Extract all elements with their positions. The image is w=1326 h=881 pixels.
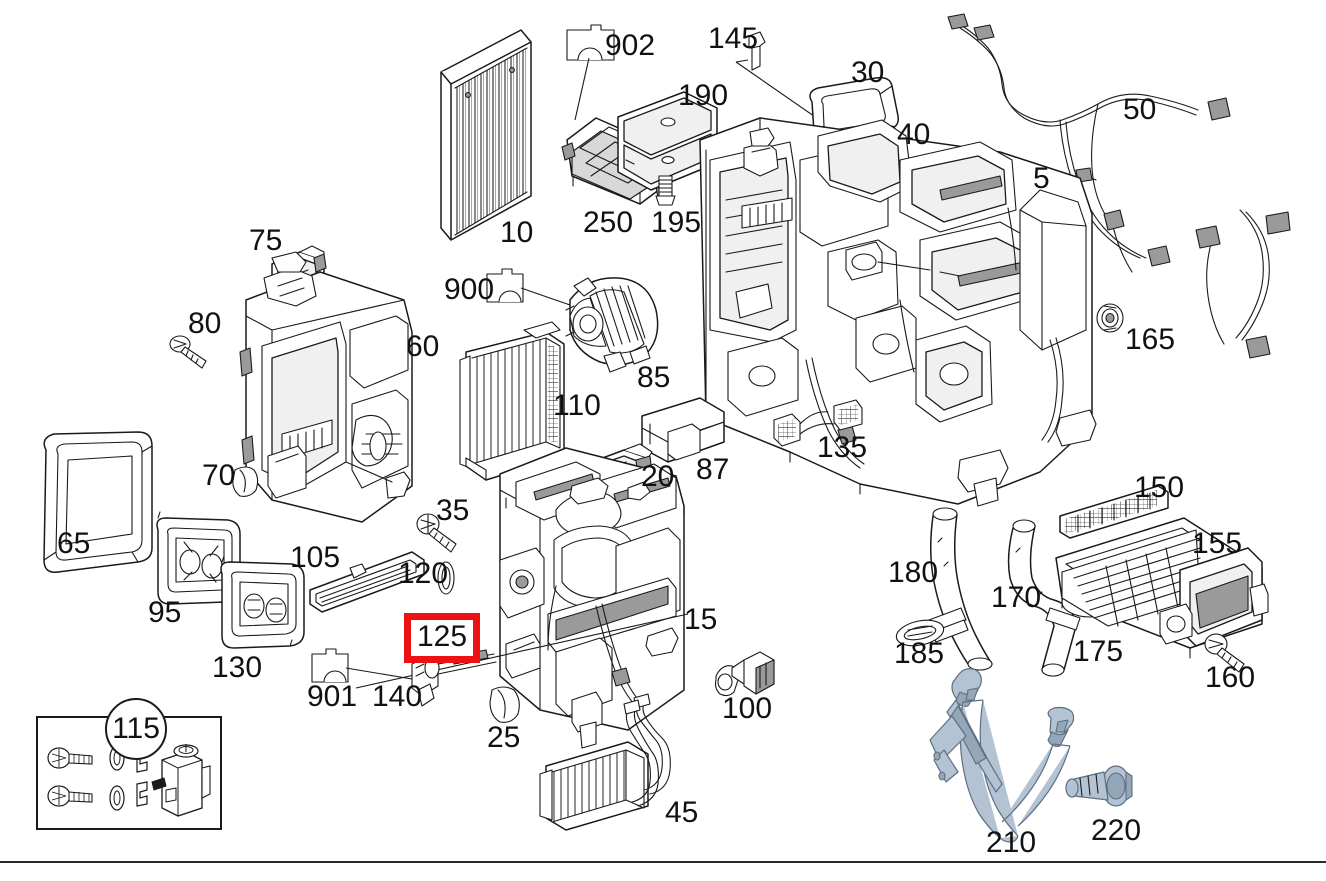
part-160-bolt [1204, 633, 1245, 673]
part-135-adapter-cable [773, 399, 863, 447]
part-70-cap-plug [232, 466, 259, 497]
callout-label-60: 60 [406, 330, 440, 363]
callout-label-85: 85 [637, 361, 671, 394]
callout-label-175: 175 [1073, 635, 1124, 668]
callout-label-210: 210 [986, 826, 1037, 859]
callout-label-50: 50 [1123, 93, 1157, 126]
part-85-blower-motor [565, 277, 659, 373]
callout-label-110: 110 [553, 389, 601, 422]
callout-label-220: 220 [1091, 814, 1142, 847]
part-220-bolt [1065, 765, 1133, 807]
callout-label-150: 150 [1134, 471, 1185, 504]
callout-label-902: 902 [605, 29, 656, 62]
callout-label-125[interactable]: 125 [404, 613, 481, 663]
callout-label-35: 35 [436, 494, 470, 527]
part-155-auxiliary-electric-heater [1055, 517, 1269, 659]
callout-901-marker [311, 648, 419, 683]
part-130-air-duct-seal [220, 555, 305, 649]
part-170-coolant-hose [1007, 519, 1081, 677]
part-95-air-duct-seal [156, 511, 241, 605]
part-60-housing-side-section [239, 251, 413, 523]
callout-label-160: 160 [1205, 661, 1256, 694]
part-100-temperature-sensor-connector [714, 651, 775, 697]
callout-label-70: 70 [202, 459, 236, 492]
callout-label-40: 40 [897, 118, 931, 151]
callout-label-140: 140 [372, 680, 423, 713]
callout-label-5: 5 [1033, 162, 1050, 195]
kit-box-115-contents [47, 744, 211, 817]
part-45-heater-core [539, 693, 671, 831]
callout-label-190: 190 [678, 79, 729, 112]
callout-label-130: 130 [212, 651, 263, 684]
part-150-heater-element-strip [1059, 485, 1169, 539]
part-105-vent-grille [309, 551, 425, 613]
callout-label-195: 195 [651, 206, 702, 239]
callout-label-900: 900 [444, 273, 495, 306]
callout-label-180: 180 [888, 556, 939, 589]
callout-label-115: 115 [105, 698, 167, 760]
callout-label-250: 250 [583, 206, 634, 239]
callout-label-10: 10 [500, 216, 534, 249]
part-35-tapping-screw [416, 513, 457, 553]
callout-label-20: 20 [641, 460, 675, 493]
callout-label-185: 185 [894, 637, 945, 670]
callout-label-145: 145 [708, 22, 759, 55]
part-25-closing-cap [489, 686, 520, 723]
part-65-seal-gasket-large [43, 431, 153, 573]
callout-label-170: 170 [991, 581, 1042, 614]
callout-label-80: 80 [188, 307, 222, 340]
part-15-housing-lower-section [499, 447, 685, 749]
part-210-condensate-drain-hose [929, 668, 1075, 843]
callout-label-155: 155 [1192, 527, 1243, 560]
part-180-coolant-hose [928, 507, 993, 671]
callout-902-marker [566, 24, 615, 121]
callout-label-45: 45 [665, 796, 699, 829]
part-87-bracket [641, 397, 725, 463]
part-140-evaporator-temperature-sensor [411, 649, 497, 707]
callout-label-75: 75 [249, 224, 283, 257]
part-50-wiring-harness [947, 13, 1291, 359]
leader-line-to-sensor-140 [355, 613, 689, 689]
callout-label-105: 105 [290, 541, 341, 574]
callout-label-901: 901 [307, 680, 358, 713]
callout-label-135: 135 [817, 431, 868, 464]
part-190-control-unit-cover [617, 91, 718, 191]
part-165-grommet [1096, 303, 1124, 333]
callout-label-30: 30 [851, 56, 885, 89]
callout-label-25: 25 [487, 721, 521, 754]
part-10-cabin-air-filter [440, 29, 532, 241]
part-195-bolt [655, 175, 676, 206]
part-80-tapping-screw [169, 335, 207, 369]
callout-label-95: 95 [148, 596, 182, 629]
part-120-o-ring-seal [437, 561, 455, 595]
part-5-hvac-housing-assembly [699, 117, 1097, 507]
callout-label-100: 100 [722, 692, 773, 725]
callout-label-120: 120 [398, 557, 449, 590]
part-110-evaporator [459, 321, 565, 481]
callout-label-87: 87 [696, 453, 730, 486]
part-185-gasket [895, 619, 945, 647]
callout-label-165: 165 [1125, 323, 1176, 356]
callout-label-15: 15 [684, 603, 718, 636]
footer-divider-rule [0, 861, 1326, 863]
callout-label-65: 65 [57, 527, 91, 560]
